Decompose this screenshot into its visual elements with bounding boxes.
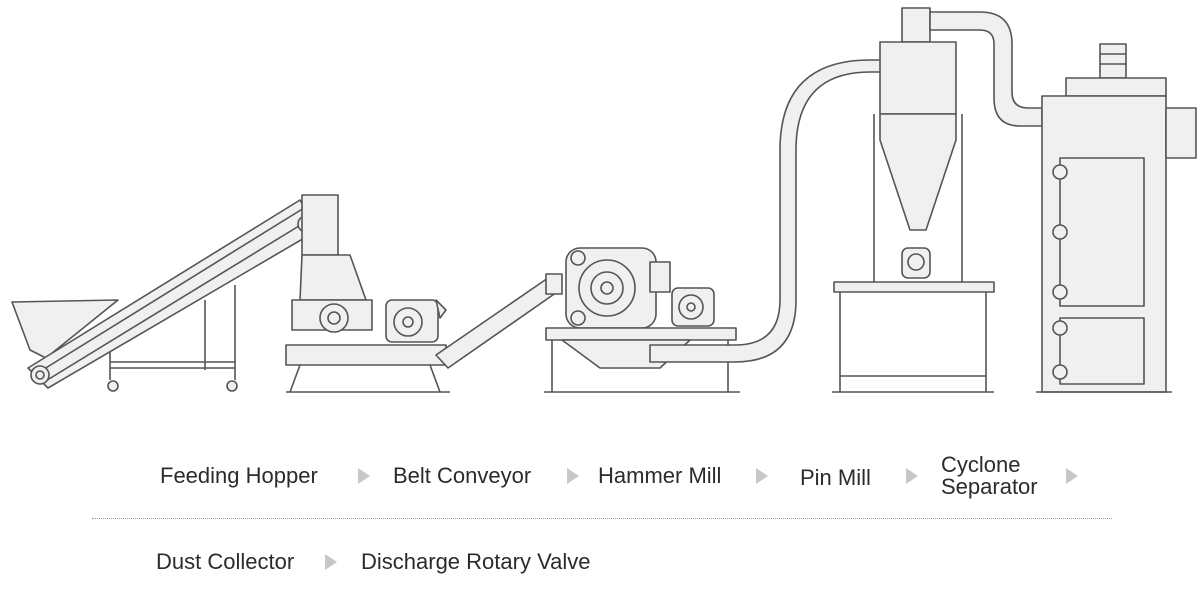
flow-arrow-6	[325, 554, 337, 570]
step-cyclone-separator: Cyclone Separator	[941, 452, 1038, 499]
step-discharge-rotary-valve: Discharge Rotary Valve	[361, 549, 591, 574]
step-feeding-hopper: Feeding Hopper	[160, 463, 318, 488]
step-belt-conveyor: Belt Conveyor	[393, 463, 532, 488]
screw-conveyor	[435, 273, 563, 369]
step-dust-collector: Dust Collector	[156, 549, 295, 574]
cyclone-separator-machine	[832, 7, 995, 393]
step-hammer-mill: Hammer Mill	[598, 463, 722, 488]
step-pin-mill: Pin Mill	[800, 465, 871, 490]
feeding-hopper-conveyor-machine	[11, 199, 319, 392]
production-line-illustration	[11, 7, 1197, 393]
crusher-machine	[285, 194, 450, 393]
flow-arrow-4	[906, 468, 918, 484]
flow-arrow-2	[567, 468, 579, 484]
row-divider	[92, 518, 1112, 519]
flow-arrow-1	[358, 468, 370, 484]
dust-collector-machine	[1036, 43, 1197, 393]
flow-arrow-3	[756, 468, 768, 484]
flow-arrow-5	[1066, 468, 1078, 484]
hammer-mill-machine	[544, 247, 740, 393]
